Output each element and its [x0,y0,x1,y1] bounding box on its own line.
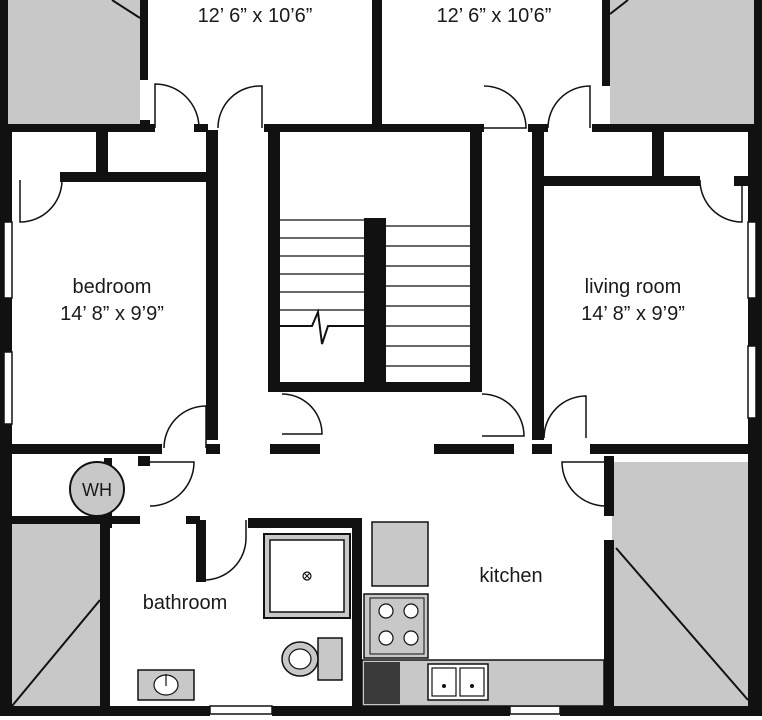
shower [263,533,351,619]
kitchen-label: kitchen [479,565,542,587]
toilet [281,637,343,681]
bathroom-sink [137,669,195,701]
closet-top-left [8,0,141,124]
water-heater: WH [69,461,125,517]
closet-bottom-left [11,522,104,710]
windows [3,221,757,715]
bathroom-label: bathroom [143,592,228,614]
bedroom-dimensions: 14’ 8” x 9’9” [60,303,164,325]
doors [19,83,743,581]
staircase [280,219,470,367]
closet-top-right [609,0,754,124]
water-heater-label: WH [82,480,112,500]
bedroom-label: bedroom [73,276,152,298]
living-room-dimensions: 14’ 8” x 9’9” [581,303,685,325]
kitchen-sink [427,663,489,701]
refrigerator [371,521,429,587]
top-left-room-dimensions: 12’ 6” x 10’6” [198,5,313,27]
living-room-label: living room [585,276,682,298]
stove [363,593,429,659]
closet-bottom-right [612,462,750,708]
top-right-room-dimensions: 12’ 6” x 10’6” [437,5,552,27]
